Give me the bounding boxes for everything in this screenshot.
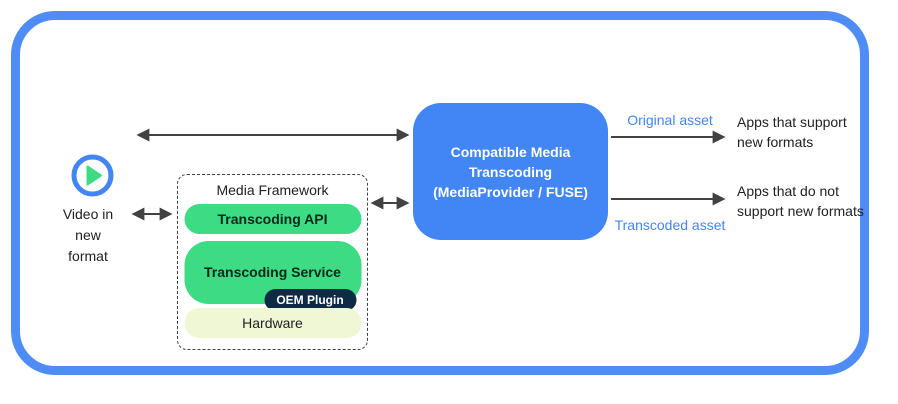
layer-transcoding-api: Transcoding API (184, 204, 361, 234)
transcoding-service-label: Transcoding Service (204, 264, 341, 280)
transcoder-title: Compatible Media Transcoding (MediaProvi… (433, 143, 588, 200)
outer-frame (11, 11, 869, 375)
text-apps-support-new-formats: Apps that support new formats (737, 114, 847, 150)
oem-plugin-badge: OEM Plugin (264, 289, 356, 311)
label-original-asset: Original asset (627, 112, 713, 128)
label-transcoded-asset: Transcoded asset (614, 217, 726, 233)
media-framework-title: Media Framework (216, 182, 329, 198)
media-framework-box: Media Framework Transcoding API Transcod… (177, 174, 368, 350)
source-label: Video in new format (62, 206, 114, 264)
play-icon (71, 154, 114, 197)
layer-hardware: Hardware (184, 308, 361, 338)
layer-transcoding-service: Transcoding Service OEM Plugin (184, 241, 361, 311)
transcoder-box: Compatible Media Transcoding (MediaProvi… (413, 103, 608, 240)
text-apps-not-support-new-formats: Apps that do not support new formats (737, 183, 864, 219)
